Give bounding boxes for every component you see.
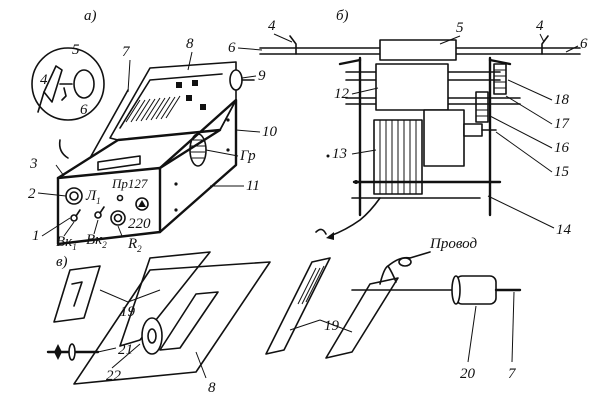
label-b-6-left: 6	[228, 40, 236, 56]
label-v-20: 20	[460, 366, 476, 382]
label-pr127: Пр127	[111, 176, 148, 191]
label-a-10: 10	[262, 124, 278, 140]
label-a-6: 6	[80, 102, 88, 118]
label-v-19-right: 19	[324, 318, 340, 334]
panel-v-caption: в)	[56, 254, 68, 270]
panel-v-labels: в) 19 19 8 21 22 20 7 Провод	[56, 236, 517, 396]
label-l1: Л1	[85, 188, 101, 206]
panel-b-labels: б) 4 4 5 6 6 12 13 14 15 16 17 18	[228, 8, 588, 238]
label-b-4-left: 4	[268, 18, 276, 34]
panel-a-device	[31, 47, 255, 246]
label-vk1: Вк1	[56, 234, 77, 252]
label-a-1: 1	[32, 228, 40, 244]
label-b-18: 18	[554, 92, 570, 108]
label-b-4-right: 4	[536, 18, 544, 34]
label-a-7: 7	[122, 44, 131, 60]
label-b-17: 17	[554, 116, 571, 132]
label-220: 220	[128, 216, 151, 232]
label-b-6-right: 6	[580, 36, 588, 52]
label-a-gr: Гр	[239, 148, 256, 164]
label-v-19-left: 19	[120, 304, 136, 320]
label-a-3: 3	[29, 156, 38, 172]
label-vk2: Вк2	[86, 232, 107, 250]
label-v-21: 21	[118, 342, 133, 358]
panel-a-labels: а) 4 5 6 7 8 9 10 Гр 11 3 2 1 Л1 Пр127 2…	[28, 8, 278, 254]
label-a-4: 4	[40, 72, 48, 88]
label-b-5: 5	[456, 20, 464, 36]
panel-v-parts	[46, 251, 522, 385]
label-b-15: 15	[554, 164, 570, 180]
label-b-12: 12	[334, 86, 350, 102]
panel-b-caption: б)	[336, 8, 349, 24]
label-a-9: 9	[258, 68, 266, 84]
label-b-14: 14	[556, 222, 572, 238]
label-v-8: 8	[208, 380, 216, 396]
label-a-2: 2	[28, 186, 36, 202]
label-v-7: 7	[508, 366, 517, 382]
label-a-5: 5	[72, 42, 80, 58]
panel-b-mechanism	[259, 35, 581, 240]
panel-a-caption: а)	[84, 8, 97, 24]
label-b-16: 16	[554, 140, 570, 156]
label-a-11: 11	[246, 178, 260, 194]
label-wire: Провод	[429, 236, 477, 252]
label-b-13: 13	[332, 146, 347, 162]
label-v-22: 22	[106, 368, 122, 384]
label-r2: R2	[127, 236, 142, 254]
label-a-8: 8	[186, 36, 194, 52]
